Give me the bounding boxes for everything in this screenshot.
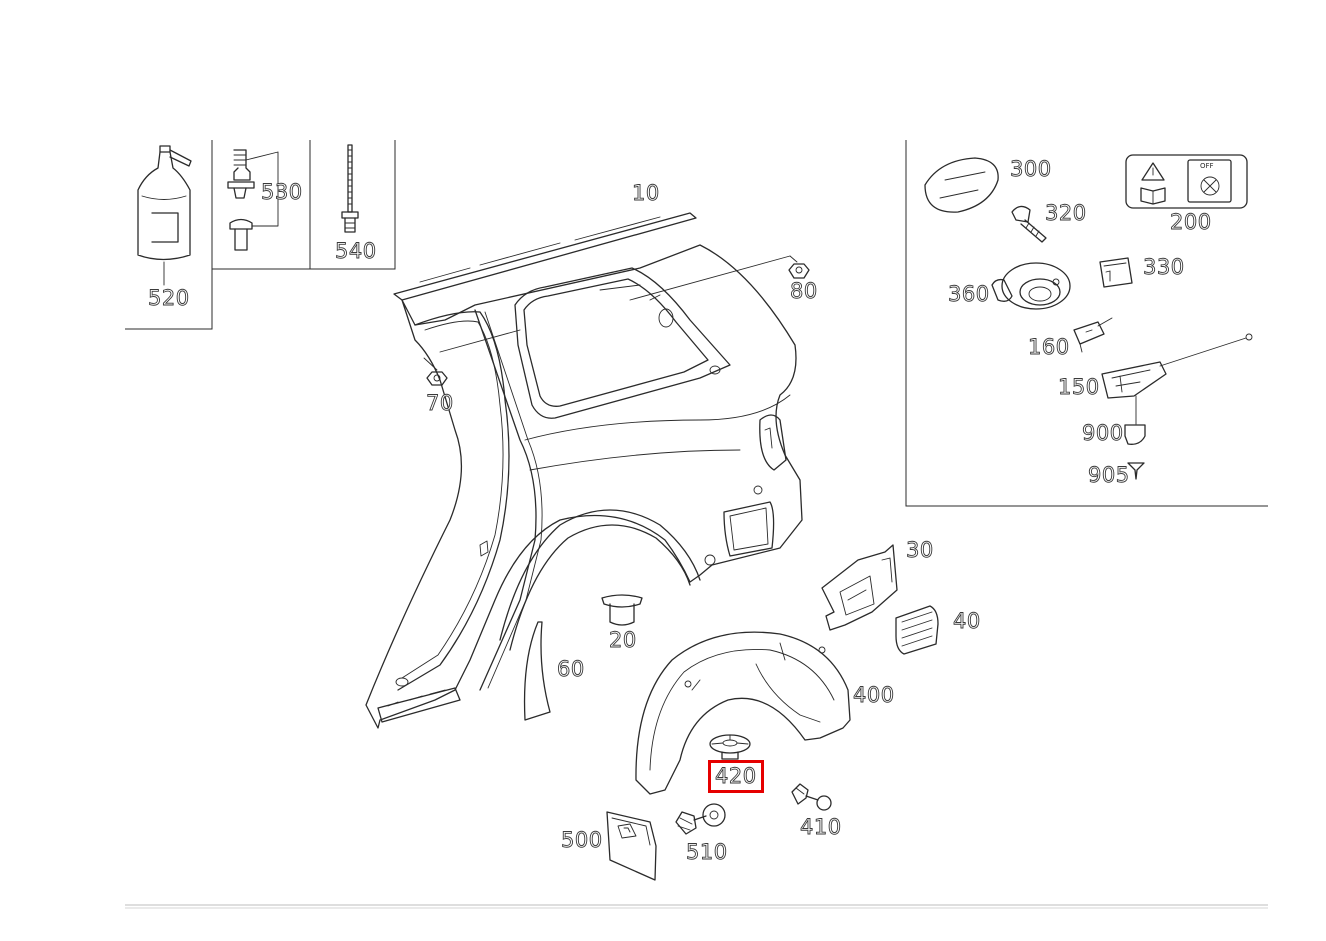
part-420-clip[interactable] (709, 734, 751, 760)
label-10[interactable]: 10 (632, 181, 660, 206)
label-80[interactable]: 80 (790, 279, 818, 304)
part-530-clip[interactable] (227, 149, 279, 251)
label-30[interactable]: 30 (906, 538, 934, 563)
label-905[interactable]: 905 (1088, 463, 1130, 488)
part-500-mud-flap[interactable] (606, 811, 657, 881)
part-40-vent[interactable] (895, 605, 939, 655)
label-530[interactable]: 530 (261, 180, 303, 205)
part-60-trim[interactable] (523, 621, 551, 721)
label-520[interactable]: 520 (148, 286, 190, 311)
part-510-screw[interactable] (675, 803, 726, 835)
part-10-side-panel[interactable] (365, 212, 803, 729)
label-420[interactable]: 420 (715, 764, 757, 789)
label-60[interactable]: 60 (557, 657, 585, 682)
label-900[interactable]: 900 (1082, 421, 1124, 446)
highlight-box-420 (708, 760, 764, 793)
label-70[interactable]: 70 (426, 391, 454, 416)
manual-book-icon (1140, 187, 1166, 205)
part-540-bolt[interactable] (341, 144, 359, 233)
part-400-wheel-arch-liner[interactable] (635, 631, 851, 795)
footer-rule (125, 904, 1268, 909)
label-40[interactable]: 40 (953, 609, 981, 634)
part-330-bracket[interactable] (1099, 257, 1133, 288)
label-200[interactable]: 200 (1170, 210, 1212, 235)
label-160[interactable]: 160 (1028, 335, 1070, 360)
part-900-grommet[interactable] (1124, 424, 1146, 445)
part-905-pin[interactable] (1127, 462, 1145, 480)
part-410-rivet[interactable] (791, 783, 832, 811)
label-320[interactable]: 320 (1045, 201, 1087, 226)
part-520-bottle[interactable] (137, 145, 192, 286)
leader-10 (439, 329, 521, 353)
label-330[interactable]: 330 (1143, 255, 1185, 280)
part-300-fuel-flap[interactable] (924, 157, 999, 213)
fuel-off-icon: OFF (1187, 159, 1232, 203)
label-540[interactable]: 540 (335, 239, 377, 264)
part-80-nut[interactable] (629, 255, 810, 301)
label-400[interactable]: 400 (853, 683, 895, 708)
warning-triangle-icon (1141, 162, 1165, 181)
part-160-actuator[interactable] (1073, 317, 1113, 353)
label-500[interactable]: 500 (561, 828, 603, 853)
label-20[interactable]: 20 (609, 628, 637, 653)
part-320-screw[interactable] (1011, 205, 1047, 243)
part-20-buffer[interactable] (601, 594, 643, 626)
part-30-bracket[interactable] (821, 544, 898, 631)
left-inset-frame (125, 140, 396, 330)
right-inset-frame (905, 140, 1268, 507)
part-200-warning-label[interactable]: OFF (1125, 154, 1248, 209)
label-510[interactable]: 510 (686, 840, 728, 865)
label-150[interactable]: 150 (1058, 375, 1100, 400)
label-410[interactable]: 410 (800, 815, 842, 840)
part-360-filler-housing[interactable] (991, 262, 1071, 310)
label-360[interactable]: 360 (948, 282, 990, 307)
part-70-nut[interactable] (423, 357, 448, 386)
svg-text:OFF: OFF (1200, 162, 1214, 170)
label-300[interactable]: 300 (1010, 157, 1052, 182)
part-150-actuator-cable[interactable] (1101, 333, 1253, 425)
